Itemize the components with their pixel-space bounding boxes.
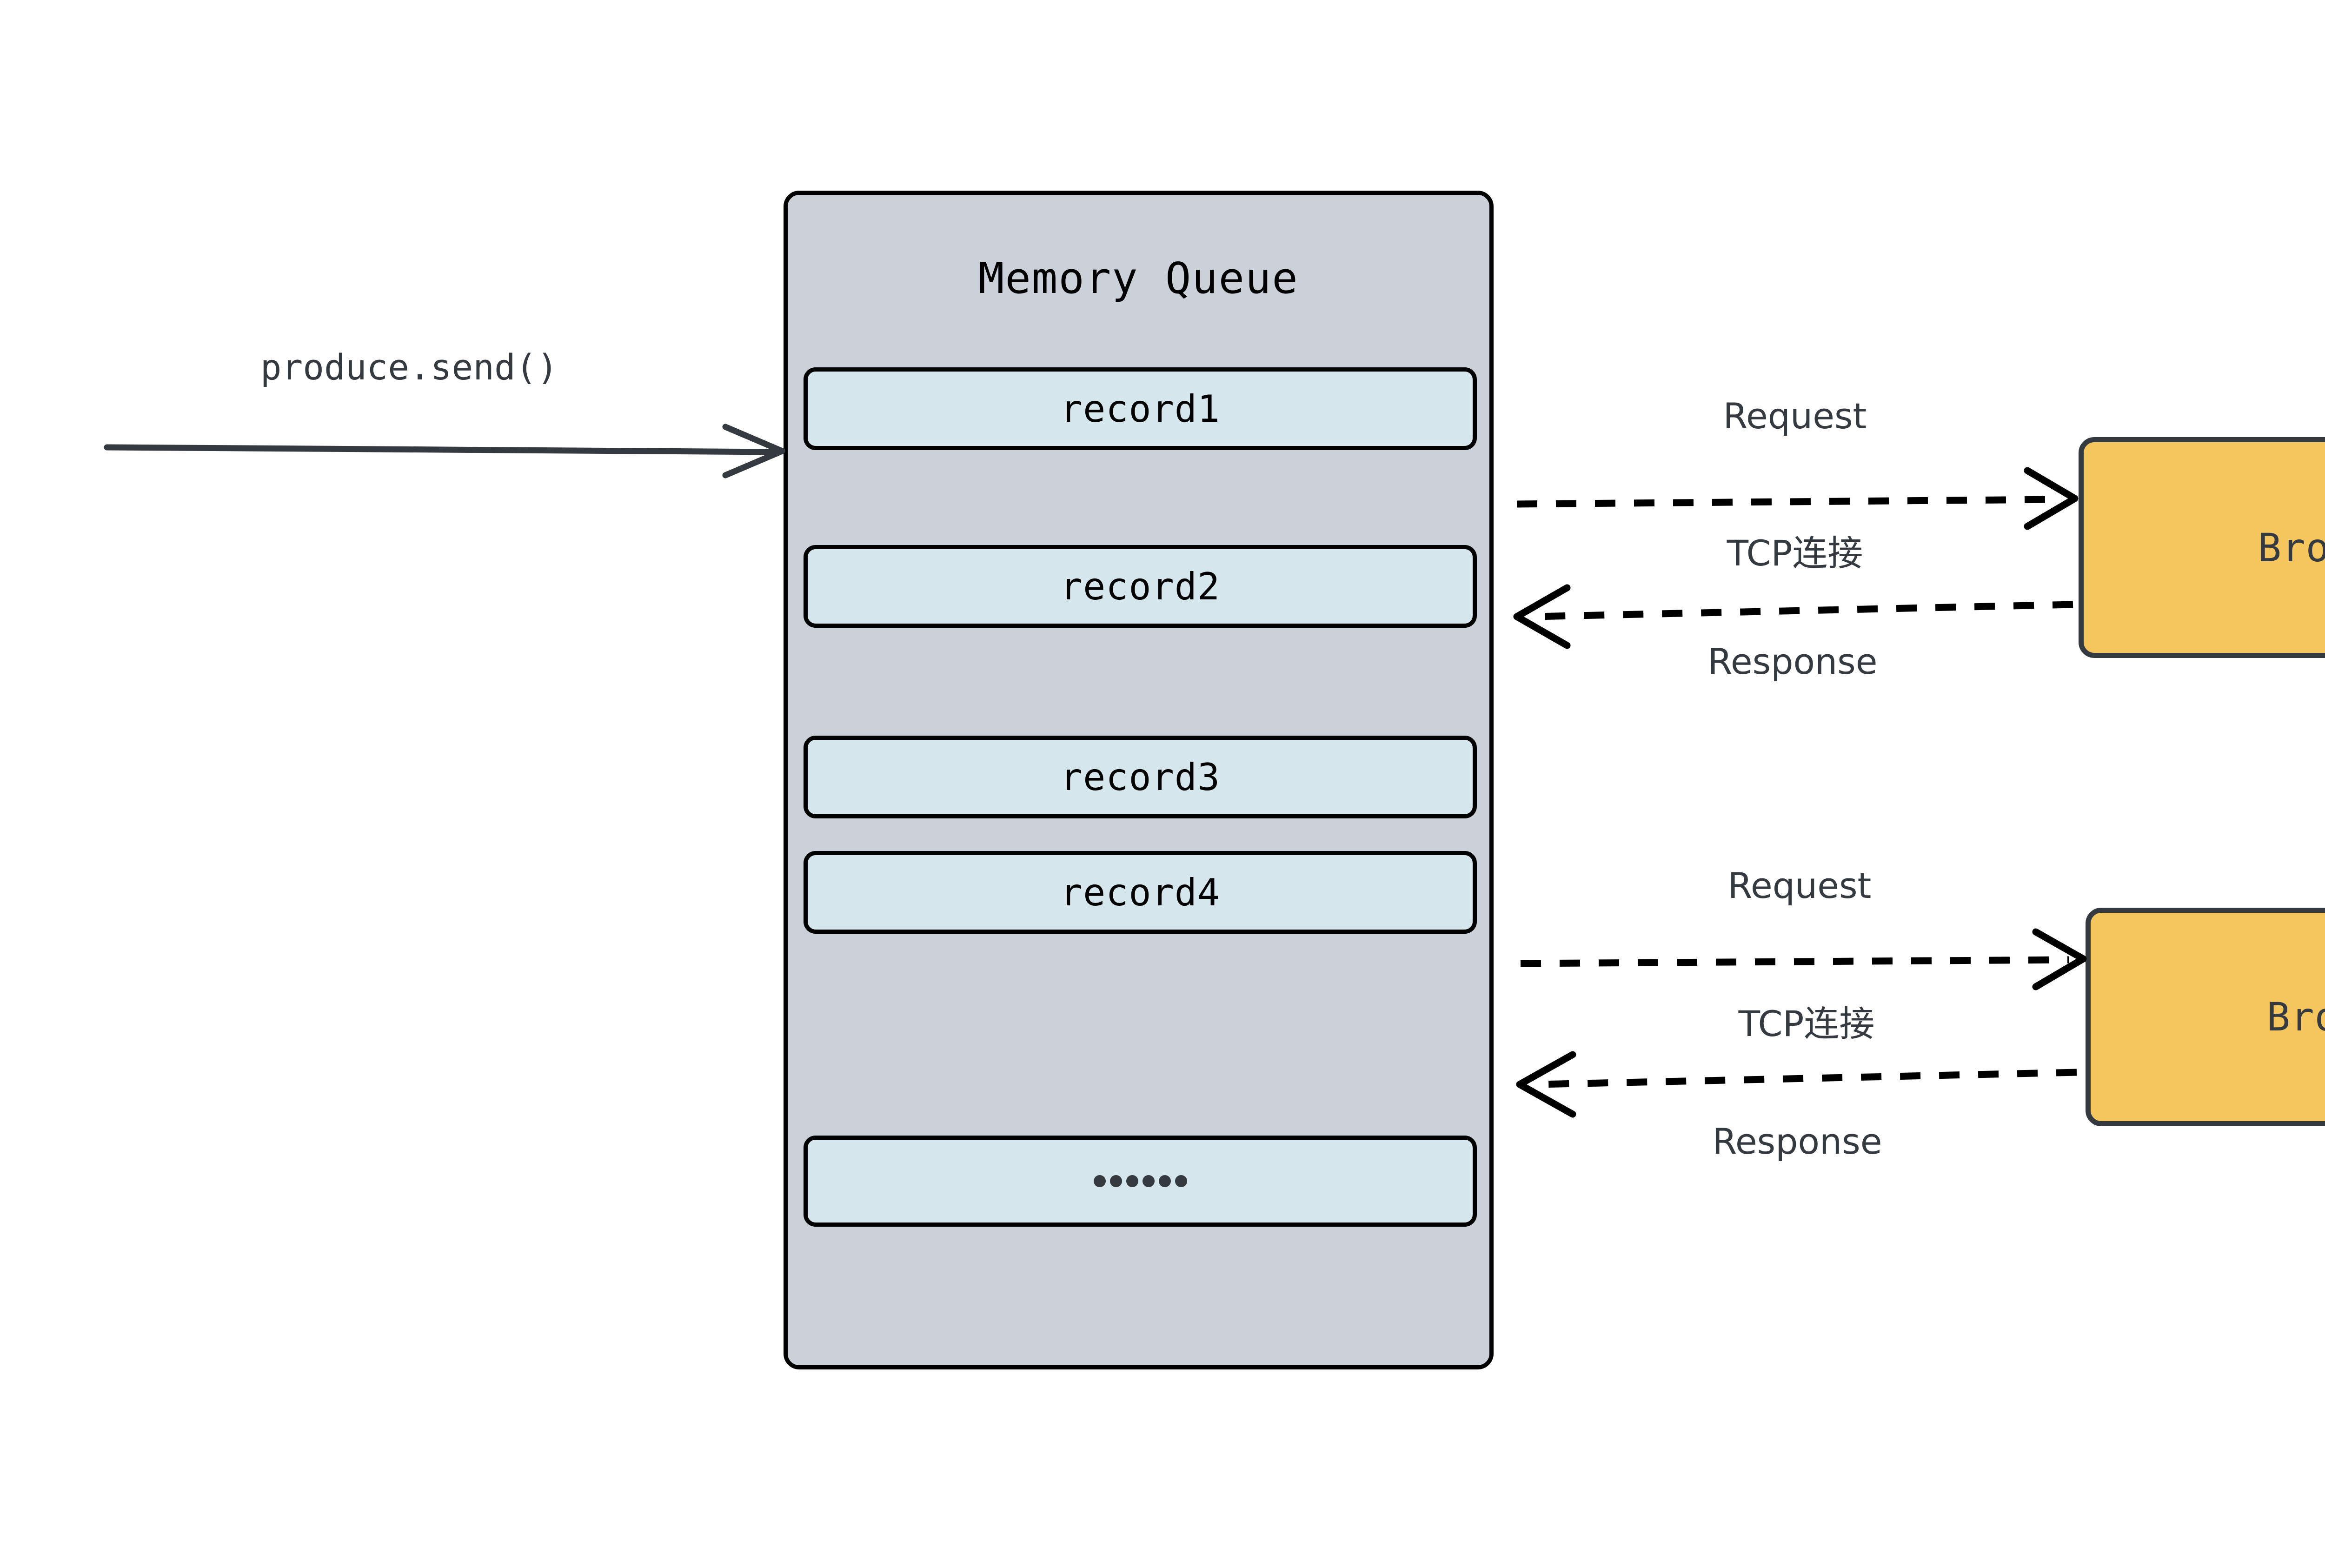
broker1-response-label: Response	[1707, 641, 1878, 682]
memory-queue-title: Memory Queue	[978, 253, 1299, 303]
broker2-response-label: Response	[1712, 1121, 1882, 1162]
producer-send-arrow	[104, 424, 785, 478]
broker2-request-label: Request	[1727, 865, 1872, 906]
record-item-2: record2	[804, 545, 1477, 628]
broker2-response-arrow	[1516, 1051, 2077, 1118]
broker1-request-arrow	[1516, 467, 2079, 530]
record-item-1: record1	[804, 367, 1477, 450]
record-item-ellipsis	[804, 1136, 1477, 1227]
broker-node-2: Broker2	[2086, 908, 2325, 1126]
broker1-tcp-label: TCP连接	[1727, 532, 1863, 574]
record-item-3: record3	[804, 736, 1477, 818]
broker1-request-label: Request	[1723, 395, 1867, 437]
broker-node-1: Broker1	[2079, 437, 2325, 658]
broker1-response-arrow	[1513, 584, 2073, 649]
broker2-tcp-label: TCP连接	[1738, 1003, 1875, 1044]
producer-send-label: produce.send()	[260, 346, 558, 388]
ellipsis-icon	[1093, 1175, 1187, 1187]
record-item-4: record4	[804, 851, 1477, 934]
broker2-request-arrow	[1520, 928, 2087, 990]
